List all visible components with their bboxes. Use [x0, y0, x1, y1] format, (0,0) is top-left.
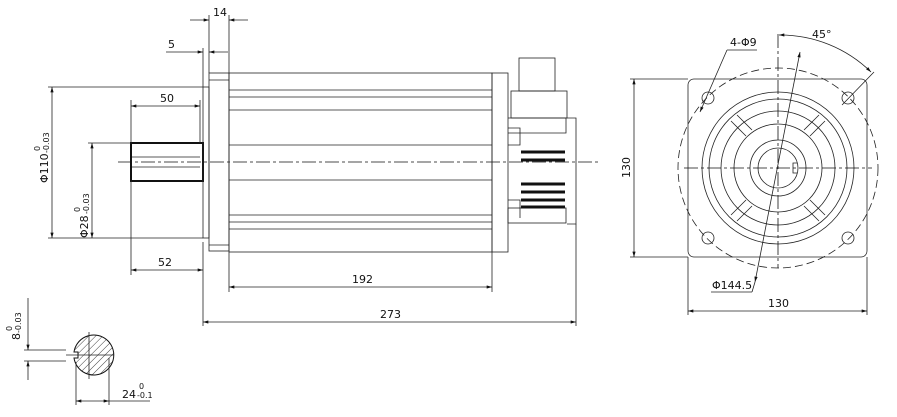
svg-text:-0.03: -0.03 [14, 312, 23, 333]
connector [507, 57, 577, 225]
end-cap [491, 72, 509, 253]
motor-body [228, 72, 493, 253]
svg-text:0: 0 [5, 326, 14, 331]
bolt-hole [841, 91, 855, 105]
dim-phi28: Φ28 0 -0.03 [73, 193, 91, 238]
dim-50: 50 [160, 92, 174, 105]
svg-text:0: 0 [73, 207, 82, 212]
side-view: 14 5 50 52 192 273 Φ110 0 -0.03 Φ28 0 -0… [33, 6, 600, 326]
dim-phi110: Φ110 0 -0.03 [33, 132, 51, 183]
label-angle: 45° [812, 28, 832, 41]
dim-5: 5 [168, 38, 175, 51]
svg-text:-0.1: -0.1 [137, 391, 153, 400]
dim-192: 192 [352, 273, 373, 286]
svg-text:8: 8 [10, 333, 23, 340]
dim-273: 273 [380, 308, 401, 321]
bolt-hole [701, 91, 715, 105]
dim-key-width: 8 0 -0.03 [5, 312, 23, 340]
dim-width-130: 130 [768, 297, 789, 310]
dim-52: 52 [158, 256, 172, 269]
shaft-section: 8 0 -0.03 24 0 -0.1 [5, 298, 153, 405]
svg-text:Φ28: Φ28 [78, 215, 91, 238]
dim-14: 14 [213, 6, 227, 19]
label-bolt-circle: Φ144.5 [712, 279, 752, 292]
dim-key-depth: 24 0 -0.1 [122, 382, 153, 401]
svg-text:24: 24 [122, 388, 136, 401]
svg-text:0: 0 [139, 382, 144, 391]
svg-text:Φ110: Φ110 [38, 153, 51, 183]
svg-text:-0.03: -0.03 [82, 193, 91, 214]
front-view: 4-Φ9 45° Φ144.5 130 130 [620, 28, 879, 315]
label-bolt-holes: 4-Φ9 [730, 36, 757, 49]
svg-text:0: 0 [33, 146, 42, 151]
bolt-hole [701, 231, 715, 245]
bolt-hole [841, 231, 855, 245]
svg-text:-0.03: -0.03 [42, 132, 51, 153]
dim-height-130: 130 [620, 157, 633, 178]
